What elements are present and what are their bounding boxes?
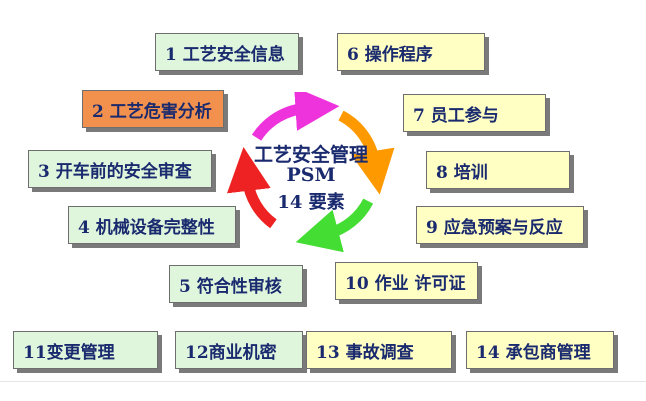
center-psm: PSM	[286, 164, 336, 186]
element-12-box: 12商业机密	[175, 331, 303, 369]
element-13-box: 13 事故调查	[306, 331, 452, 369]
center-14-elements: 14 要素	[277, 192, 345, 213]
element-10-box: 10 作业 许可证	[335, 262, 478, 300]
element-8-box: 8 培训	[426, 151, 570, 189]
arc-magenta	[251, 92, 340, 141]
element-3-box: 3 开车前的安全审查	[28, 150, 212, 188]
arc-green	[295, 198, 374, 252]
element-6-box: 6 操作程序	[337, 33, 485, 71]
element-7-box: 7 员工参与	[403, 94, 546, 132]
element-2-box: 2 工艺危害分析	[82, 90, 224, 128]
element-11-box: 11变更管理	[13, 331, 158, 369]
element-5-box: 5 符合性审核	[169, 265, 303, 303]
cycle-arrows-graphic	[227, 92, 395, 252]
element-9-box: 9 应急预案与反应	[416, 206, 584, 244]
element-1-box: 1 工艺安全信息	[155, 33, 299, 71]
arc-orange	[338, 110, 395, 195]
element-14-box: 14 承包商管理	[466, 331, 614, 369]
center-title: 工艺安全管理	[253, 144, 368, 166]
bottom-divider	[0, 381, 646, 382]
element-4-box: 4 机械设备完整性	[68, 206, 236, 244]
arc-red	[227, 147, 277, 229]
